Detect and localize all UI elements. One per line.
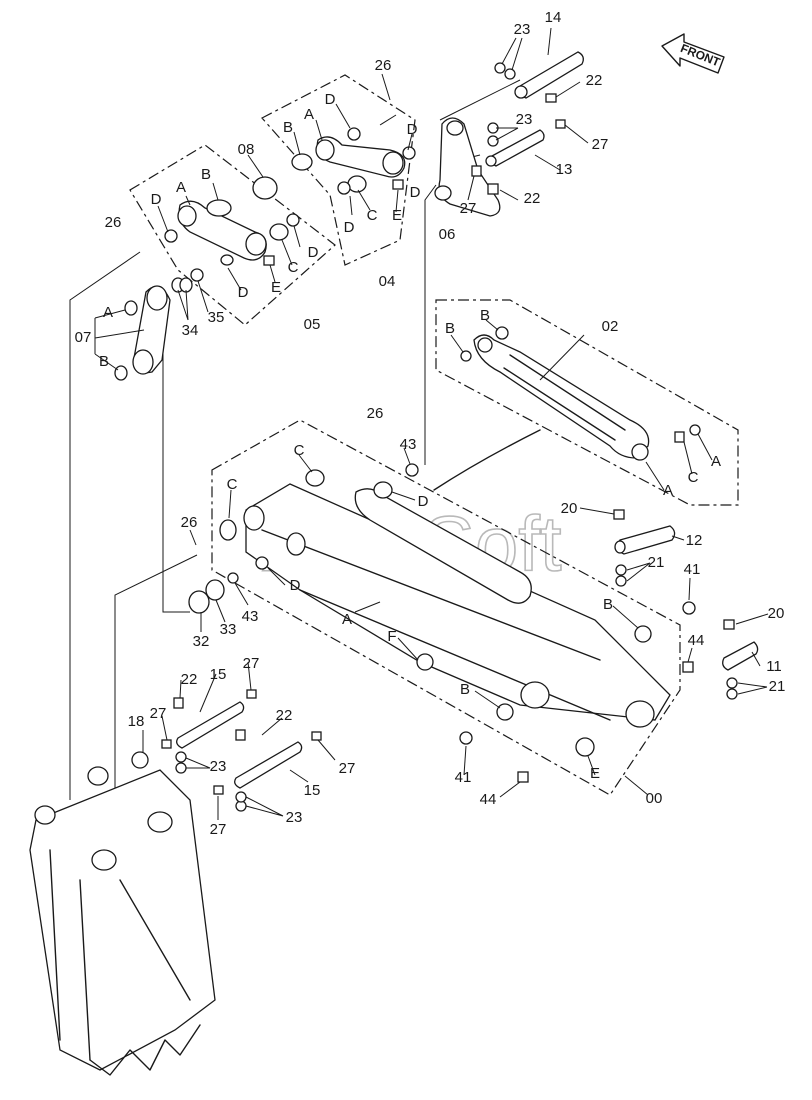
callout-B: B — [99, 353, 109, 370]
callout-13: 13 — [556, 161, 573, 178]
callout-06: 06 — [439, 226, 456, 243]
callout-44: 44 — [688, 632, 705, 649]
pins-13-14 — [471, 51, 584, 195]
callout-A: A — [304, 106, 314, 123]
callout-27: 27 — [339, 760, 356, 777]
callout-22: 22 — [524, 190, 541, 207]
leader-lines — [94, 27, 769, 820]
callout-05: 05 — [304, 316, 321, 333]
callout-08: 08 — [238, 141, 255, 158]
front-direction-arrow: FRONT — [661, 33, 725, 74]
callout-B: B — [603, 596, 613, 613]
callout-14: 14 — [545, 9, 562, 26]
callout-22: 22 — [586, 72, 603, 89]
callout-23: 23 — [210, 758, 227, 775]
callout-27: 27 — [592, 136, 609, 153]
callout-C: C — [688, 469, 699, 486]
callout-D: D — [325, 91, 336, 108]
callout-41: 41 — [684, 561, 701, 578]
callout-E: E — [271, 279, 281, 296]
link-plate-06 — [434, 117, 501, 217]
callout-E: E — [392, 207, 402, 224]
bucket-assembly — [29, 689, 322, 1076]
callout-35: 35 — [208, 309, 225, 326]
link-group-05 — [129, 144, 336, 326]
callout-D: D — [407, 121, 418, 138]
callout-27: 27 — [210, 821, 227, 838]
callout-E: E — [590, 765, 600, 782]
callout-33: 33 — [220, 621, 237, 638]
callout-23: 23 — [516, 111, 533, 128]
callout-A: A — [663, 482, 673, 499]
callout-15: 15 — [304, 782, 321, 799]
callout-21: 21 — [769, 678, 786, 695]
cylinder-group-02 — [435, 299, 739, 506]
callout-A: A — [711, 453, 721, 470]
callout-A: A — [342, 611, 352, 628]
callout-21: 21 — [648, 554, 665, 571]
callout-41: 41 — [455, 769, 472, 786]
callout-labels: 14 23 22 23 27 13 27 22 06 26 D A B D D … — [75, 9, 786, 838]
callout-20: 20 — [768, 605, 785, 622]
callout-04: 04 — [379, 273, 396, 290]
callout-D: D — [151, 191, 162, 208]
callout-C: C — [288, 259, 299, 276]
callout-18: 18 — [128, 713, 145, 730]
callout-D: D — [418, 493, 429, 510]
callout-23: 23 — [514, 21, 531, 38]
callout-B: B — [445, 320, 455, 337]
callout-D: D — [238, 284, 249, 301]
boom-group-00 — [188, 419, 696, 796]
callout-26: 26 — [367, 405, 384, 422]
callout-C: C — [294, 442, 305, 459]
callout-B: B — [460, 681, 470, 698]
callout-20: 20 — [561, 500, 578, 517]
pins-11-12 — [613, 509, 759, 700]
callout-B: B — [283, 119, 293, 136]
callout-C: C — [367, 207, 378, 224]
callout-D: D — [344, 219, 355, 236]
callout-43: 43 — [242, 608, 259, 625]
callout-A: A — [103, 304, 113, 321]
link-group-04 — [261, 74, 416, 266]
callout-26: 26 — [375, 57, 392, 74]
callout-11: 11 — [766, 658, 782, 675]
callout-32: 32 — [193, 633, 210, 650]
callout-22: 22 — [181, 671, 198, 688]
callout-00: 00 — [646, 790, 663, 807]
callout-B: B — [201, 166, 211, 183]
callout-27: 27 — [243, 655, 260, 672]
callout-26: 26 — [105, 214, 122, 231]
callout-43: 43 — [400, 436, 417, 453]
callout-D: D — [410, 184, 421, 201]
callout-44: 44 — [480, 791, 497, 808]
callout-B: B — [480, 307, 490, 324]
callout-23: 23 — [286, 809, 303, 826]
callout-27: 27 — [460, 200, 477, 217]
callout-15: 15 — [210, 666, 227, 683]
callout-D: D — [290, 577, 301, 594]
callout-C: C — [227, 476, 238, 493]
callout-12: 12 — [686, 532, 703, 549]
link-07 — [114, 268, 204, 381]
callout-26: 26 — [181, 514, 198, 531]
callout-34: 34 — [182, 322, 199, 339]
callout-22: 22 — [276, 707, 293, 724]
callout-D: D — [308, 244, 319, 261]
callout-A: A — [176, 179, 186, 196]
callout-02: 02 — [602, 318, 619, 335]
callout-27: 27 — [150, 705, 167, 722]
callout-F: F — [387, 628, 396, 645]
callout-07: 07 — [75, 329, 92, 346]
